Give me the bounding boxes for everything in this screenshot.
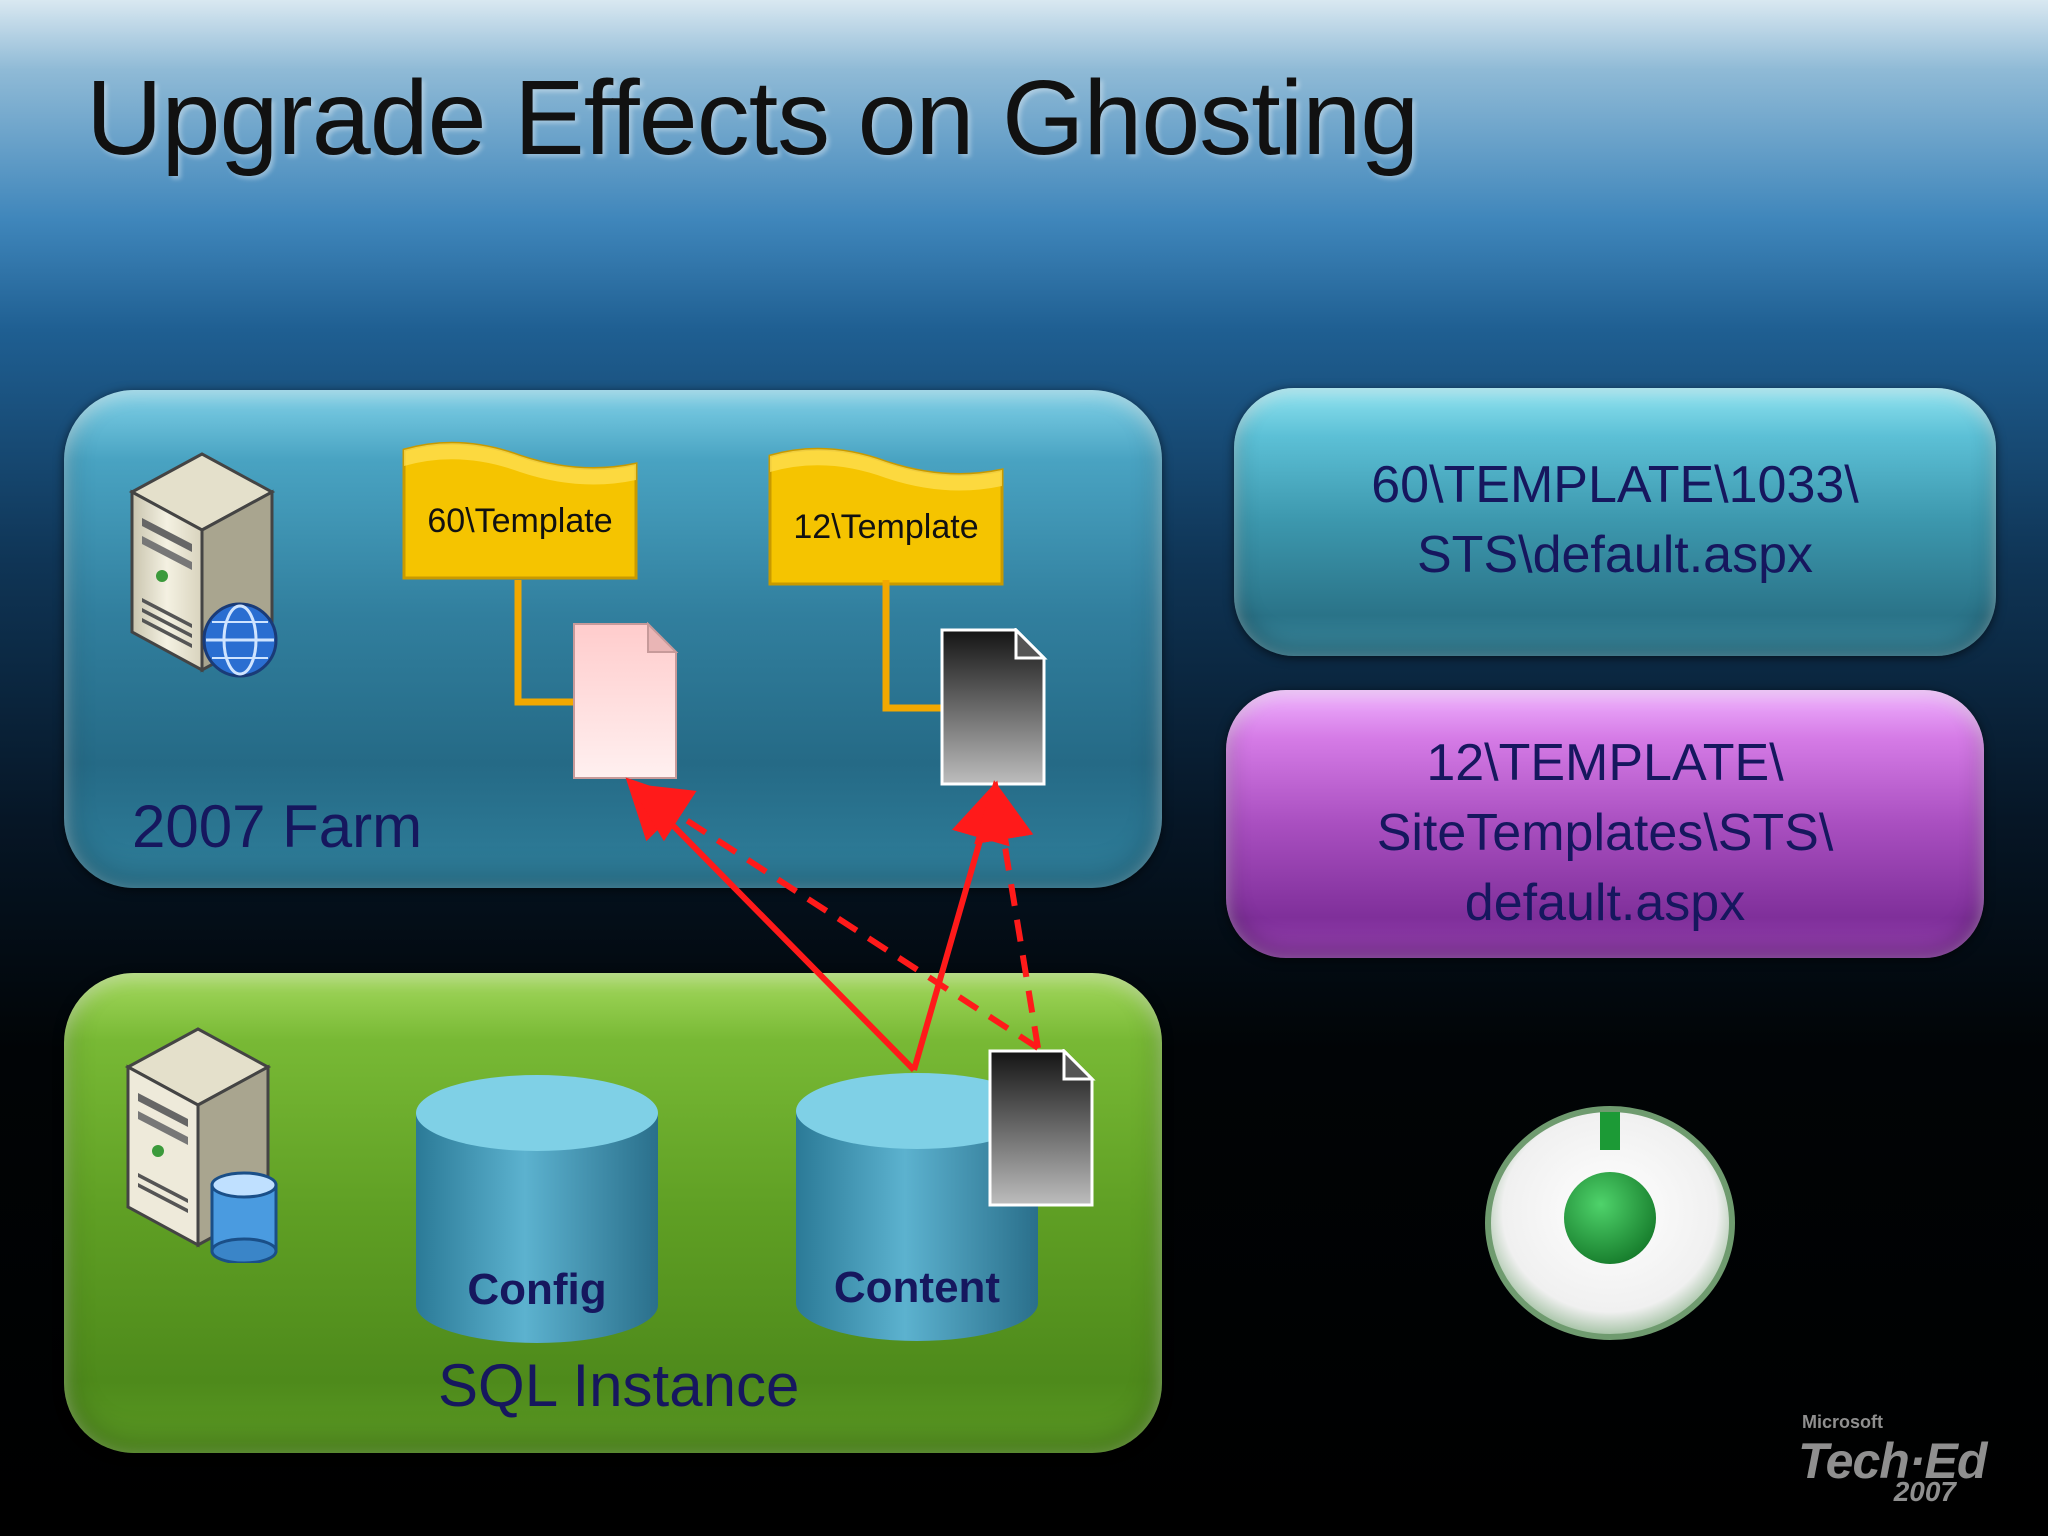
database-server-icon: [124, 1027, 278, 1263]
slide-title: Upgrade Effects on Ghosting: [86, 59, 1419, 177]
logo-line-3: 2007: [1893, 1476, 1956, 1507]
database-cylinder-icon: [796, 1073, 1038, 1341]
arrow-content-to-v2-page: [625, 777, 917, 1073]
dashed-arrow-custom-to-v2-page: [629, 783, 1040, 1051]
database-label: Content: [833, 1263, 1001, 1312]
page-icon-v2: [573, 622, 679, 779]
path-box-v3: 12\TEMPLATE\ SiteTemplates\STS\ default.…: [1226, 690, 1984, 958]
folder-icon: [768, 447, 1004, 586]
path-box-v2: 60\TEMPLATE\1033\ STS\default.aspx: [1234, 388, 1996, 656]
power-button-icon[interactable]: [1480, 1098, 1740, 1348]
farm-label: 2007 Farm: [132, 793, 423, 860]
page-icon-customized: [988, 1049, 1096, 1207]
sql-instance-label: SQL Instance: [438, 1352, 800, 1419]
path-text: 12\TEMPLATE\ SiteTemplates\STS\ default.…: [1376, 734, 1834, 932]
folder-12-template: 12\Template: [766, 446, 1006, 591]
database-label: Config: [467, 1265, 607, 1314]
folder-file-connectors: [514, 580, 944, 712]
teched-logo: Microsoft Tech·Ed 2007: [1788, 1408, 1987, 1508]
web-server-icon: [128, 452, 278, 678]
folder-icon: [402, 441, 638, 580]
folder-label: 60\Template: [427, 502, 613, 540]
folder-label: 12\Template: [793, 508, 979, 546]
logo-line-2: Tech·Ed: [1798, 1433, 1987, 1489]
farm-panel: 60\Template 12\Template: [64, 390, 1162, 888]
sql-instance-panel: Config Content SQL Instance: [64, 973, 1162, 1453]
dashed-arrow-custom-to-v3-page: [974, 780, 1041, 1049]
arrow-content-to-v3-page: [911, 780, 1010, 1071]
logo-line-1: Microsoft: [1802, 1412, 1883, 1432]
page-icon-v3: [940, 628, 1048, 786]
folder-60-template: 60\Template: [400, 440, 640, 585]
database-cylinder-icon: [416, 1075, 658, 1343]
path-text: 60\TEMPLATE\1033\ STS\default.aspx: [1371, 456, 1859, 584]
config-database: Config: [412, 1073, 662, 1348]
content-database: Content: [792, 1071, 1042, 1346]
